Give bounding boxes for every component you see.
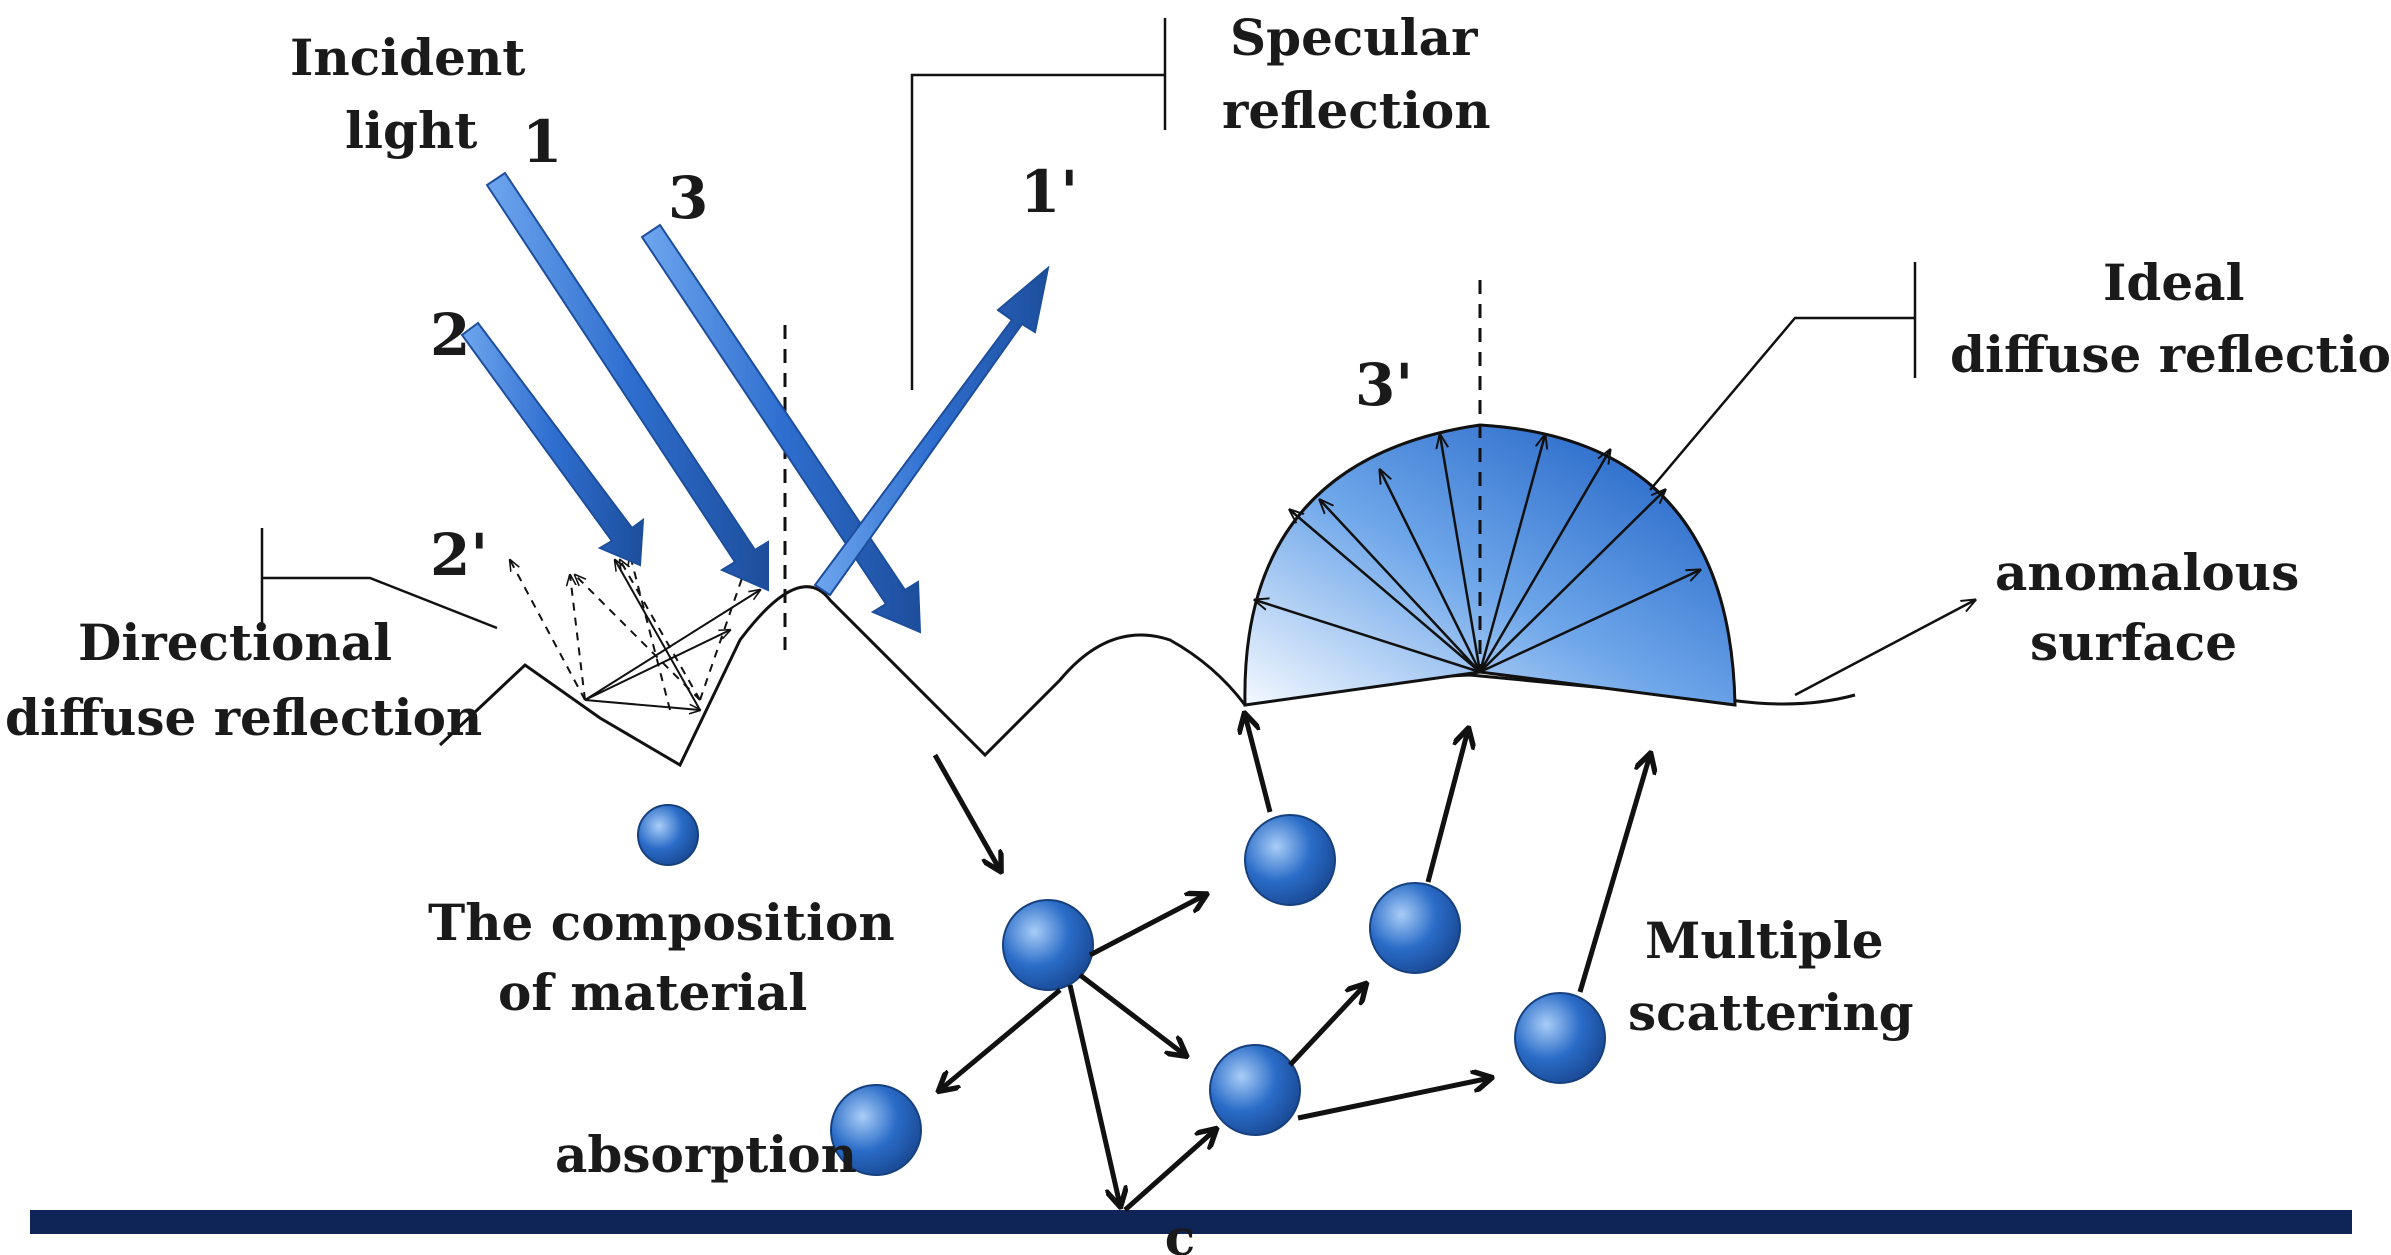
- multiple-scattering-label-1: Multiple: [1645, 911, 1884, 970]
- composition-label-1: The composition: [428, 893, 895, 952]
- substrate-bar: [30, 1210, 2352, 1234]
- directional-diffuse-arrows: [510, 555, 760, 710]
- ray-1-label: 1: [522, 108, 562, 176]
- ideal-diffuse-hemisphere: [1243, 280, 1737, 707]
- composition-particle: [637, 804, 699, 866]
- substrate-label: c: [1165, 1208, 1195, 1255]
- incident-light-label-1: Incident: [290, 28, 525, 87]
- callout-lines: [260, 18, 1975, 697]
- directional-diffuse-label-1: Directional: [78, 613, 392, 672]
- scattering-arrows: [932, 715, 1650, 1210]
- ideal-diffuse-label-1: Ideal: [2103, 253, 2245, 312]
- incident-ray-1: [485, 171, 769, 592]
- anomalous-surface-label-2: surface: [2030, 613, 2237, 672]
- absorption-particle: [830, 1084, 922, 1176]
- absorption-label: absorption: [555, 1125, 857, 1184]
- particle: [1244, 814, 1336, 906]
- ray-1-prime-label: 1': [1020, 158, 1078, 226]
- particle: [1514, 992, 1606, 1084]
- particle: [1002, 899, 1094, 991]
- anomalous-surface-label-1: anomalous: [1995, 543, 2299, 602]
- ray-2-label: 2: [430, 301, 470, 369]
- particle: [1369, 882, 1461, 974]
- particle: [1209, 1044, 1301, 1136]
- material-particles: [637, 804, 1606, 1176]
- composition-label-2: of material: [498, 963, 807, 1022]
- ray-3-label: 3: [668, 164, 708, 232]
- multiple-scattering-label-2: scattering: [1628, 983, 1914, 1042]
- ideal-diffuse-label-2: diffuse reflection: [1950, 325, 2391, 384]
- specular-ray-1-prime: [813, 265, 1050, 597]
- ray-3-prime-label: 3': [1355, 351, 1413, 419]
- ray-2-prime-label: 2': [430, 521, 488, 589]
- directional-diffuse-label-2: diffuse reflection: [5, 688, 482, 747]
- incident-light-label-2: light: [345, 101, 477, 160]
- incident-ray-2: [460, 321, 645, 567]
- incident-ray-3: [640, 223, 922, 634]
- specular-label-1: Specular: [1230, 8, 1478, 67]
- specular-label-2: reflection: [1222, 81, 1491, 140]
